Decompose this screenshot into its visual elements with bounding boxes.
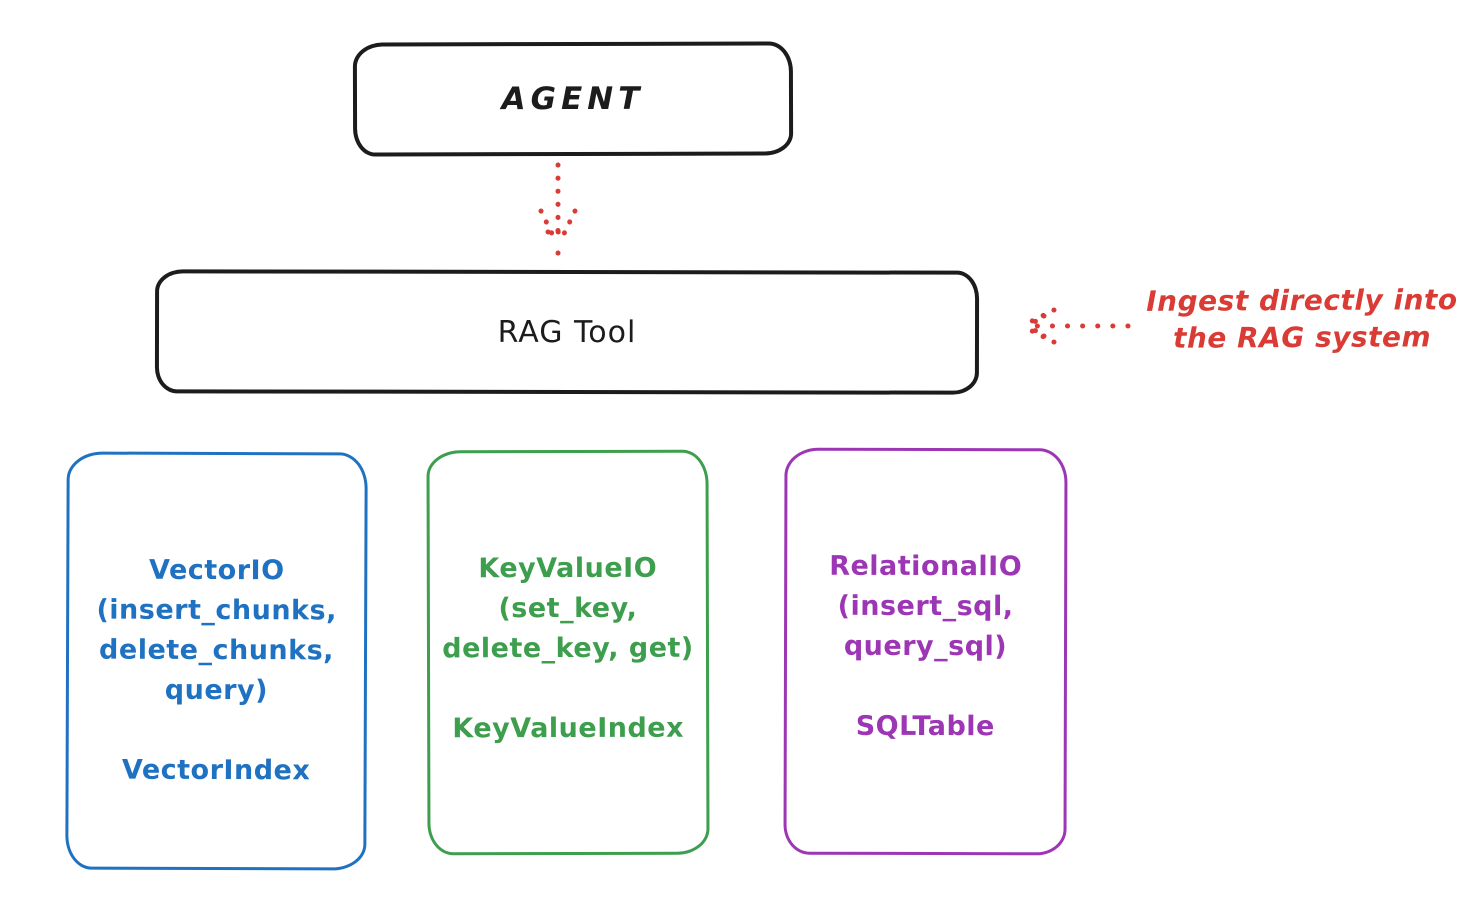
keyvalue-io-title-line: (set_key, (498, 592, 638, 625)
rag-tool-node: RAG Tool (154, 269, 980, 395)
keyvalue-io-index-label: KeyValueIndex (452, 712, 685, 745)
vector-io-title-line: VectorIO (148, 554, 285, 587)
relational-io-node: RelationalIO (insert_sql, query_sql) SQL… (783, 447, 1068, 856)
relational-io-title-line: RelationalIO (829, 550, 1023, 583)
rag-tool-node-label: RAG Tool (497, 314, 637, 350)
keyvalue-io-node: KeyValueIO (set_key, delete_key, get) Ke… (426, 449, 710, 856)
spacer (69, 710, 364, 751)
relational-io-index-label: SQLTable (855, 710, 995, 743)
spacer (430, 669, 706, 710)
keyvalue-io-title-line: delete_key, get) (442, 632, 694, 665)
vector-io-index-label: VectorIndex (121, 754, 311, 787)
relational-io-title-line: query_sql) (843, 630, 1008, 663)
relational-io-title-line: (insert_sql, (837, 590, 1014, 623)
agent-node-label: AGENT (501, 80, 645, 118)
ingest-annotation-line1: Ingest directly into (1146, 283, 1458, 318)
dotted-arrow-down-icon (538, 162, 578, 257)
ingest-annotation: Ingest directly into the RAG system (1126, 281, 1478, 357)
vector-io-title-line: query) (164, 674, 269, 707)
vector-io-title-line: delete_chunks, (99, 634, 335, 667)
dotted-arrow-left-icon (1021, 307, 1131, 345)
vector-io-title-line: (insert_chunks, (96, 594, 337, 627)
ingest-annotation-line2: the RAG system (1172, 320, 1432, 355)
agent-node: AGENT (352, 41, 794, 157)
spacer (787, 667, 1064, 708)
vector-io-node: VectorIO (insert_chunks, delete_chunks, … (65, 451, 368, 871)
keyvalue-io-title-line: KeyValueIO (478, 552, 658, 585)
